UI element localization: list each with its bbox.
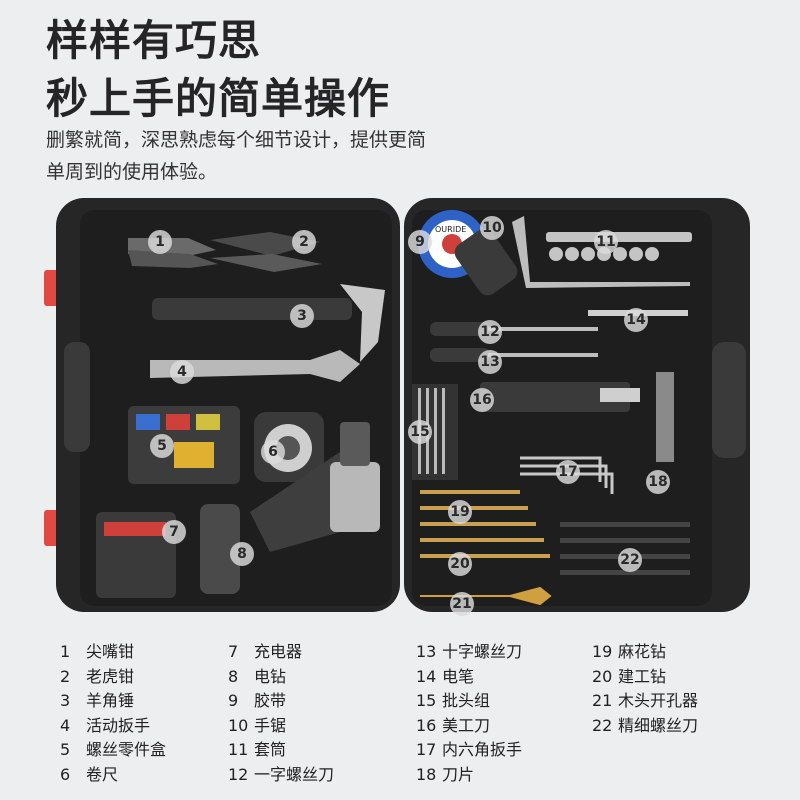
subtitle: 删繁就简，深思熟虑每个细节设计，提供更简 单周到的使用体验。 bbox=[46, 124, 426, 188]
left-handle bbox=[64, 342, 90, 452]
hacksaw-shape bbox=[454, 216, 690, 296]
subtitle-line-1: 删繁就简，深思熟虑每个细节设计，提供更简 bbox=[46, 129, 427, 151]
hex-keys-shape bbox=[520, 456, 614, 494]
marker-5: 5 bbox=[150, 434, 174, 458]
marker-7: 7 bbox=[162, 520, 186, 544]
headline-line-2: 秒上手的简单操作 bbox=[46, 74, 391, 123]
marker-14: 14 bbox=[624, 308, 648, 332]
toolbox-illustration: OURIDE bbox=[44, 198, 750, 612]
marker-20: 20 bbox=[448, 552, 472, 576]
marker-18: 18 bbox=[646, 470, 670, 494]
marker-15: 15 bbox=[408, 420, 432, 444]
tape-brand-text: OURIDE bbox=[435, 225, 466, 234]
right-handle bbox=[712, 342, 746, 458]
marker-17: 17 bbox=[556, 460, 580, 484]
marker-16: 16 bbox=[470, 388, 494, 412]
utility-knife-shape bbox=[480, 382, 640, 412]
marker-21: 21 bbox=[450, 592, 474, 616]
marker-4: 4 bbox=[170, 360, 194, 384]
marker-1: 1 bbox=[148, 230, 172, 254]
marker-11: 11 bbox=[594, 230, 618, 254]
headline: 样样有巧思 秒上手的简单操作 bbox=[46, 12, 390, 128]
subtitle-line-2: 单周到的使用体验。 bbox=[46, 161, 218, 183]
blade-shape bbox=[656, 372, 674, 462]
marker-22: 22 bbox=[618, 548, 642, 572]
spade-bit-shape bbox=[420, 586, 552, 606]
marker-19: 19 bbox=[448, 500, 472, 524]
marker-13: 13 bbox=[478, 350, 502, 374]
headline-line-1: 样样有巧思 bbox=[46, 16, 262, 65]
drill-shape bbox=[200, 422, 380, 594]
marker-6: 6 bbox=[261, 440, 285, 464]
marker-10: 10 bbox=[480, 216, 504, 240]
marker-2: 2 bbox=[292, 230, 316, 254]
wrench-shape bbox=[150, 350, 360, 382]
marker-12: 12 bbox=[478, 320, 502, 344]
marker-8: 8 bbox=[230, 542, 254, 566]
toolbox-case: OURIDE bbox=[40, 192, 760, 622]
socket-set-shape bbox=[546, 232, 692, 261]
marker-9: 9 bbox=[408, 230, 432, 254]
marker-3: 3 bbox=[290, 304, 314, 328]
drill-bits-shape bbox=[420, 490, 550, 558]
